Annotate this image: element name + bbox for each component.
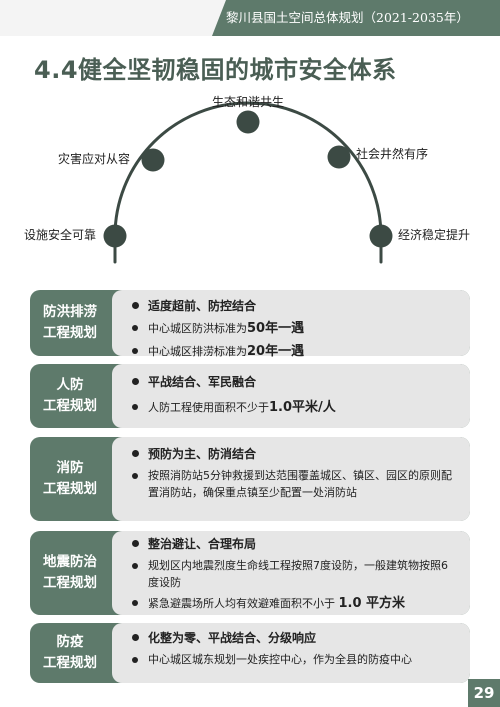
section-label: 防疫 工程规划 xyxy=(30,623,110,683)
list-item: 中心城区城东规划一处疾控中心，作为全县的防疫中心 xyxy=(130,651,458,668)
section-label: 防洪排涝 工程规划 xyxy=(30,290,110,356)
section-label: 人防 工程规划 xyxy=(30,364,110,428)
section-items: 平战结合、军民融合 人防工程使用面积不少于1.0平米/人 xyxy=(130,373,458,421)
section-label-line1: 地震防治 xyxy=(43,554,97,571)
document-title: 黎川县国土空间总体规划（2021-2035年） xyxy=(226,10,469,25)
section-epidemic-prevention: 防疫 工程规划 化整为零、平战结合、分级响应 中心城区城东规划一处疾控中心，作为… xyxy=(30,623,470,683)
section-label: 地震防治 工程规划 xyxy=(30,531,110,615)
section-label-line2: 工程规划 xyxy=(43,481,97,497)
section-heading: 平战结合、军民融合 xyxy=(130,373,458,392)
arc-label-economic-stability: 经济稳定提升 xyxy=(398,228,471,242)
section-items: 化整为零、平战结合、分级响应 中心城区城东规划一处疾控中心，作为全县的防疫中心 xyxy=(130,629,458,671)
section-label-line2: 工程规划 xyxy=(43,575,97,591)
arc-label-social-order: 社会井然有序 xyxy=(356,147,429,161)
header-tab xyxy=(212,0,500,36)
section-items: 适度超前、防控结合 中心城区防洪标准为50年一遇 中心城区排涝标准为20年一遇 xyxy=(130,297,458,365)
arc-label-facility-safety: 设施安全可靠 xyxy=(24,228,97,242)
list-item: 人防工程使用面积不少于1.0平米/人 xyxy=(130,398,458,418)
arc-node-1 xyxy=(103,224,127,248)
list-item: 紧急避震场所人均有效避难面积不小于 1.0 平方米 xyxy=(130,594,458,614)
arc-label-ecological-harmony: 生态和谐共生 xyxy=(212,95,285,109)
section-content-bg xyxy=(112,437,470,521)
arc-label-disaster-response: 灾害应对从容 xyxy=(58,152,131,166)
section-label: 消防 工程规划 xyxy=(30,437,110,521)
section-earthquake: 地震防治 工程规划 整治避让、合理布局 规划区内地震烈度生命线工程按照7度设防，… xyxy=(30,531,470,615)
list-item: 中心城区防洪标准为50年一遇 xyxy=(130,319,458,339)
section-items: 预防为主、防消结合 按照消防站5分钟救援到达范围覆盖城区、镇区、园区的原则配置消… xyxy=(130,445,458,504)
page-number: 29 xyxy=(468,679,500,707)
arc-node-3 xyxy=(236,110,260,134)
section-fire-protection: 消防 工程规划 预防为主、防消结合 按照消防站5分钟救援到达范围覆盖城区、镇区、… xyxy=(30,437,470,521)
arc-node-2 xyxy=(141,148,165,172)
section-heading: 预防为主、防消结合 xyxy=(130,445,458,464)
section-heading: 整治避让、合理布局 xyxy=(130,535,458,554)
section-content-bg xyxy=(112,623,470,683)
section-label-line1: 消防 xyxy=(56,460,84,477)
list-item: 规划区内地震烈度生命线工程按照7度设防，一般建筑物按照6度设防 xyxy=(130,557,458,591)
arc-node-4 xyxy=(327,145,351,169)
arc-node-5 xyxy=(369,224,393,248)
list-item: 中心城区排涝标准为20年一遇 xyxy=(130,342,458,362)
section-label-line1: 人防 xyxy=(56,377,84,394)
section-label-line1: 防洪排涝 xyxy=(43,304,97,321)
section-content-bg xyxy=(112,290,470,356)
section-civil-defense: 人防 工程规划 平战结合、军民融合 人防工程使用面积不少于1.0平米/人 xyxy=(30,364,470,428)
section-flood-control: 防洪排涝 工程规划 适度超前、防控结合 中心城区防洪标准为50年一遇 中心城区排… xyxy=(30,290,470,359)
section-heading: 适度超前、防控结合 xyxy=(130,297,458,316)
list-item: 按照消防站5分钟救援到达范围覆盖城区、镇区、园区的原则配置消防站，确保重点镇至少… xyxy=(130,467,458,501)
section-content-bg xyxy=(112,364,470,428)
section-label-line1: 防疫 xyxy=(56,634,84,651)
section-content-bg xyxy=(112,531,470,615)
section-label-line2: 工程规划 xyxy=(43,398,97,414)
page-title: 4.4健全坚韧稳固的城市安全体系 xyxy=(34,56,397,84)
section-label-line2: 工程规划 xyxy=(43,325,97,341)
section-heading: 化整为零、平战结合、分级响应 xyxy=(130,629,458,648)
section-items: 整治避让、合理布局 规划区内地震烈度生命线工程按照7度设防，一般建筑物按照6度设… xyxy=(130,535,458,617)
section-label-line2: 工程规划 xyxy=(43,655,97,671)
arc-line xyxy=(113,101,383,264)
safety-arc-diagram xyxy=(103,101,393,264)
